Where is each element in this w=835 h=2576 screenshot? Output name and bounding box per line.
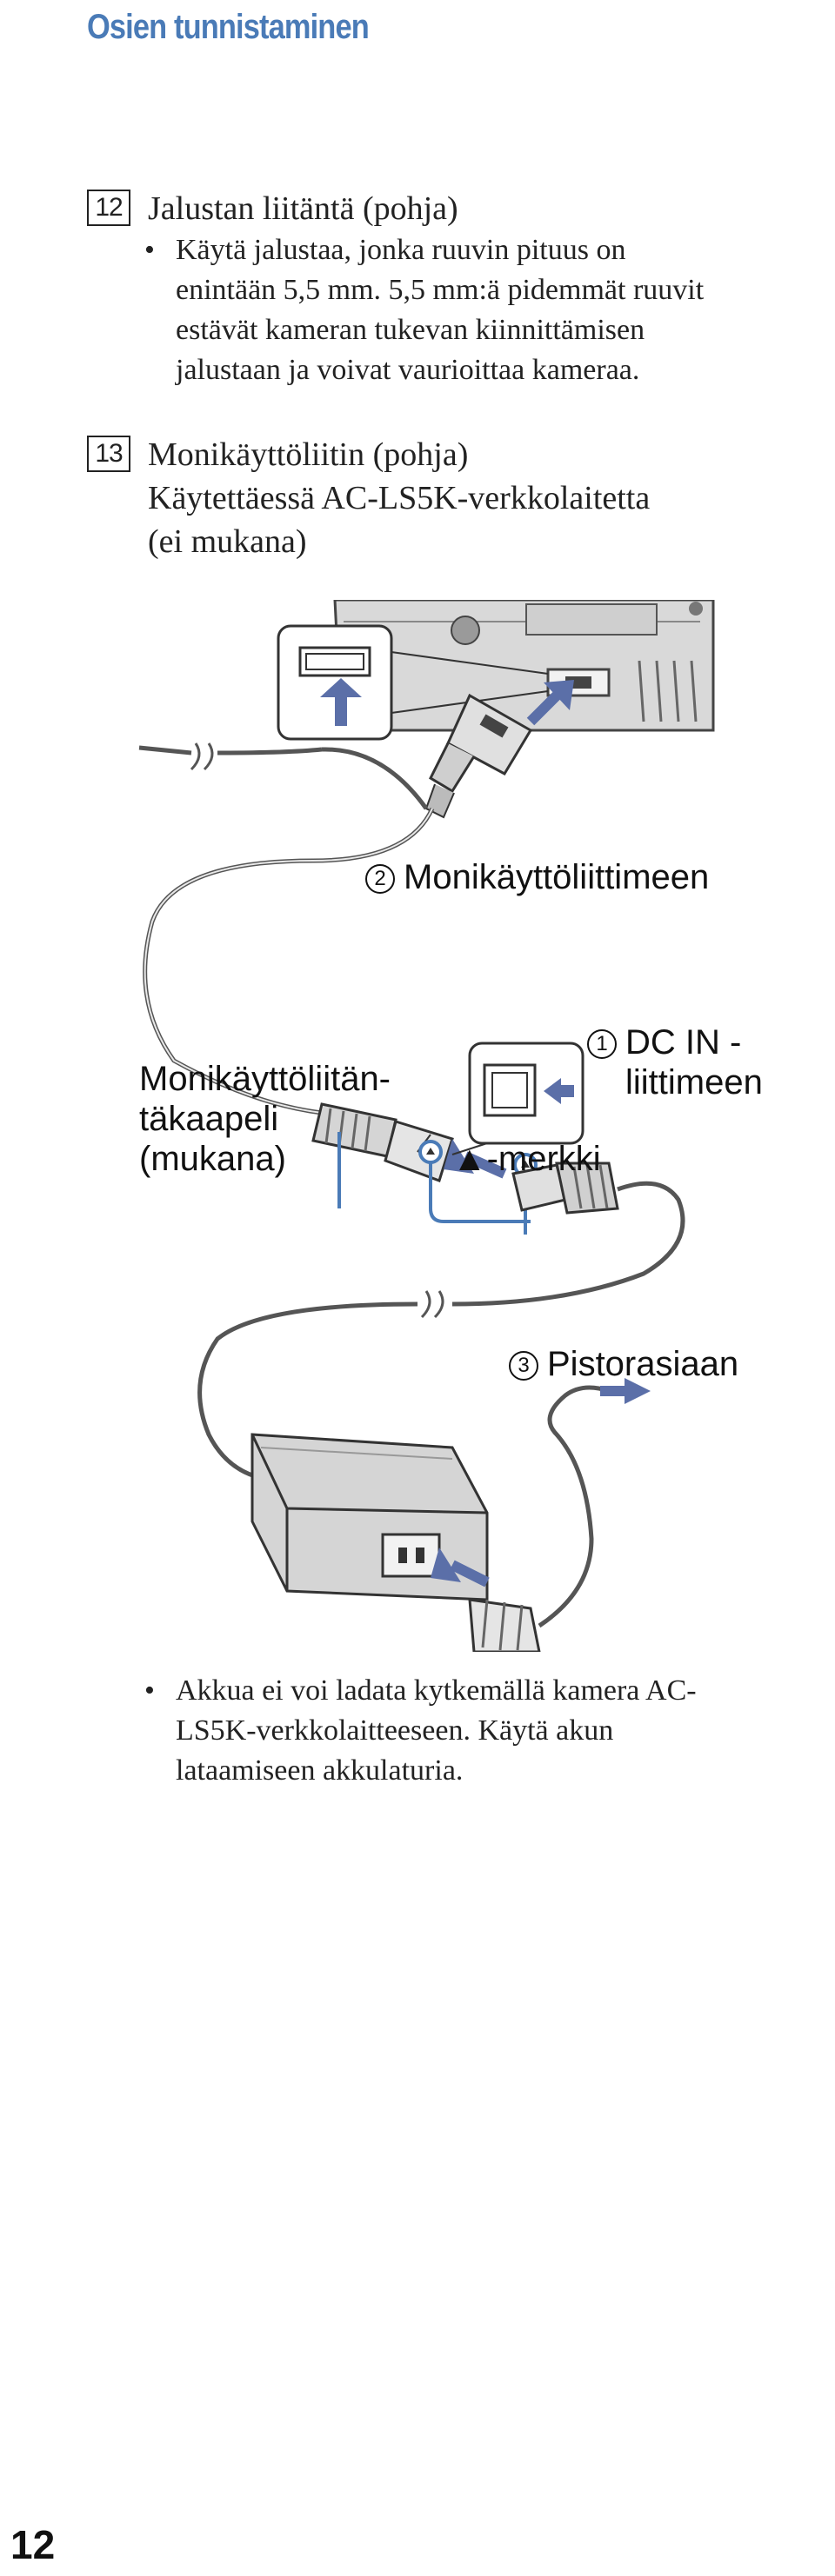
connector-inset bbox=[277, 624, 549, 741]
connection-illustration bbox=[138, 598, 715, 1654]
charging-note: • Akkua ei voi ladata kytkemällä kamera … bbox=[87, 1671, 800, 1791]
step-3-text: Pistorasiaan bbox=[547, 1345, 739, 1383]
step-1-number: 1 bbox=[587, 1029, 617, 1060]
connection-diagram: 2 Monikäyttöliittimeen 1 DC IN - liittimee… bbox=[0, 598, 835, 1654]
section-title: Osien tunnistaminen bbox=[87, 0, 671, 54]
section-title-text: Osien tunnistaminen bbox=[87, 7, 370, 46]
step-2-label: 2 Monikäyttöliittimeen bbox=[365, 817, 709, 897]
item-12-bullet: • Käytä jalustaa, jonka ruuvin pituus on… bbox=[144, 230, 800, 390]
step-3-number: 3 bbox=[509, 1351, 538, 1381]
dc-in-plug bbox=[511, 1162, 619, 1215]
mark-label: ▲-merkki bbox=[452, 1140, 601, 1178]
camera-bottom-illustration bbox=[333, 598, 715, 732]
bullet-dot: • bbox=[144, 234, 155, 266]
step-2-number: 2 bbox=[365, 864, 395, 895]
power-plug bbox=[468, 1598, 541, 1654]
page-number: 12 bbox=[10, 2522, 56, 2567]
item-tripod-socket: 12 Jalustan liitäntä (pohja) • Käytä jal… bbox=[87, 187, 800, 390]
step-2-text: Monikäyttöliittimeen bbox=[404, 858, 710, 896]
item-13-heading: 13 Monikäyttöliitin (pohja) Käytettäessä… bbox=[87, 433, 800, 563]
bullet-dot: • bbox=[144, 1674, 155, 1707]
step-3-label: 3 Pistorasiaan bbox=[509, 1304, 738, 1384]
item-12-bullet-text: Käytä jalustaa, jonka ruuvin pituus on e… bbox=[176, 234, 705, 386]
cable-label: Monikäyttöliitän- täkaapeli (mukana) bbox=[139, 1060, 391, 1178]
multi-connector-plug bbox=[424, 693, 533, 819]
step-1-text: DC IN - liittimeen bbox=[625, 1023, 763, 1102]
item-number-13: 13 bbox=[87, 436, 130, 472]
item-13-title: Monikäyttöliitin (pohja) Käytettäessä AC… bbox=[148, 436, 651, 560]
item-multi-connector: 13 Monikäyttöliitin (pohja) Käytettäessä… bbox=[87, 433, 800, 563]
note-bullet: • Akkua ei voi ladata kytkemällä kamera … bbox=[144, 1671, 800, 1791]
item-12-heading: 12 Jalustan liitäntä (pohja) bbox=[87, 187, 800, 230]
dc-in-inset bbox=[451, 1042, 584, 1155]
item-12-title: Jalustan liitäntä (pohja) bbox=[148, 190, 458, 227]
step-1-label: 1 DC IN - liittimeen bbox=[587, 982, 763, 1102]
item-number-12: 12 bbox=[87, 190, 130, 226]
note-text: Akkua ei voi ladata kytkemällä kamera AC… bbox=[176, 1674, 697, 1787]
